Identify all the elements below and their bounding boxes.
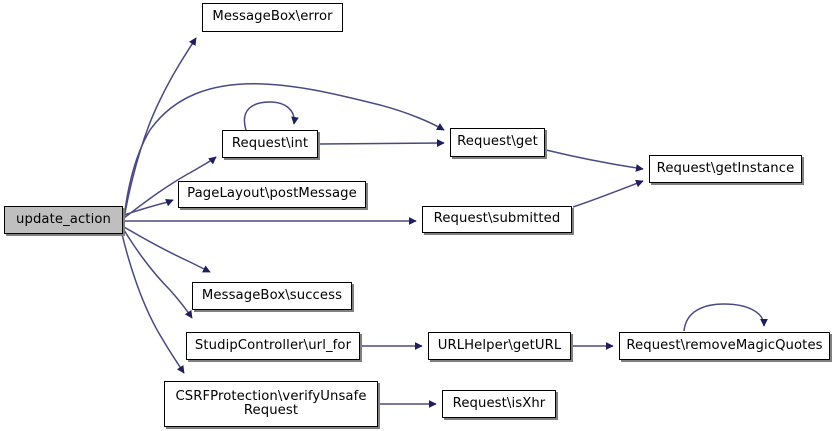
node-studipcontroller-url-for[interactable]: StudipController\url_for (186, 332, 360, 360)
node-messagebox-error[interactable]: MessageBox\error (202, 3, 343, 32)
node-request-isxhr[interactable]: Request\isXhr (442, 390, 556, 418)
node-request-int[interactable]: Request\int (222, 130, 318, 158)
node-update-action[interactable]: update_action (4, 206, 123, 234)
node-urlhelper-geturl[interactable]: URLHelper\getURL (428, 332, 571, 360)
edge-request_int-request_get (318, 139, 445, 147)
node-pagelayout-postmessage[interactable]: PageLayout\postMessage (178, 181, 366, 208)
edge-update_action-studipcontroller_url_for (123, 229, 193, 319)
node-request-removemagicquotes[interactable]: Request\removeMagicQuotes (619, 332, 830, 360)
edge-request_get-request_getinstance (545, 149, 644, 172)
edge-request_submitted-request_getinstance (572, 179, 644, 208)
node-messagebox-success[interactable]: MessageBox\success (192, 282, 352, 310)
edge-request_int-self-loop (243, 101, 299, 131)
edge-request_removemagicquotes-self-loop (683, 303, 768, 332)
node-csrfprotection-verifyunsaferequest[interactable]: CSRFProtection\verifyUnsafe Request (164, 381, 378, 427)
node-request-submitted[interactable]: Request\submitted (422, 206, 572, 233)
node-request-getinstance[interactable]: Request\getInstance (649, 155, 802, 183)
edge-update_action-messagebox_success (123, 226, 211, 273)
edge-update_action-csrf_verifyunsaferequest (121, 233, 185, 374)
node-request-get[interactable]: Request\get (450, 128, 545, 157)
edge-update_action-pagelayout_postmessage (123, 198, 174, 216)
